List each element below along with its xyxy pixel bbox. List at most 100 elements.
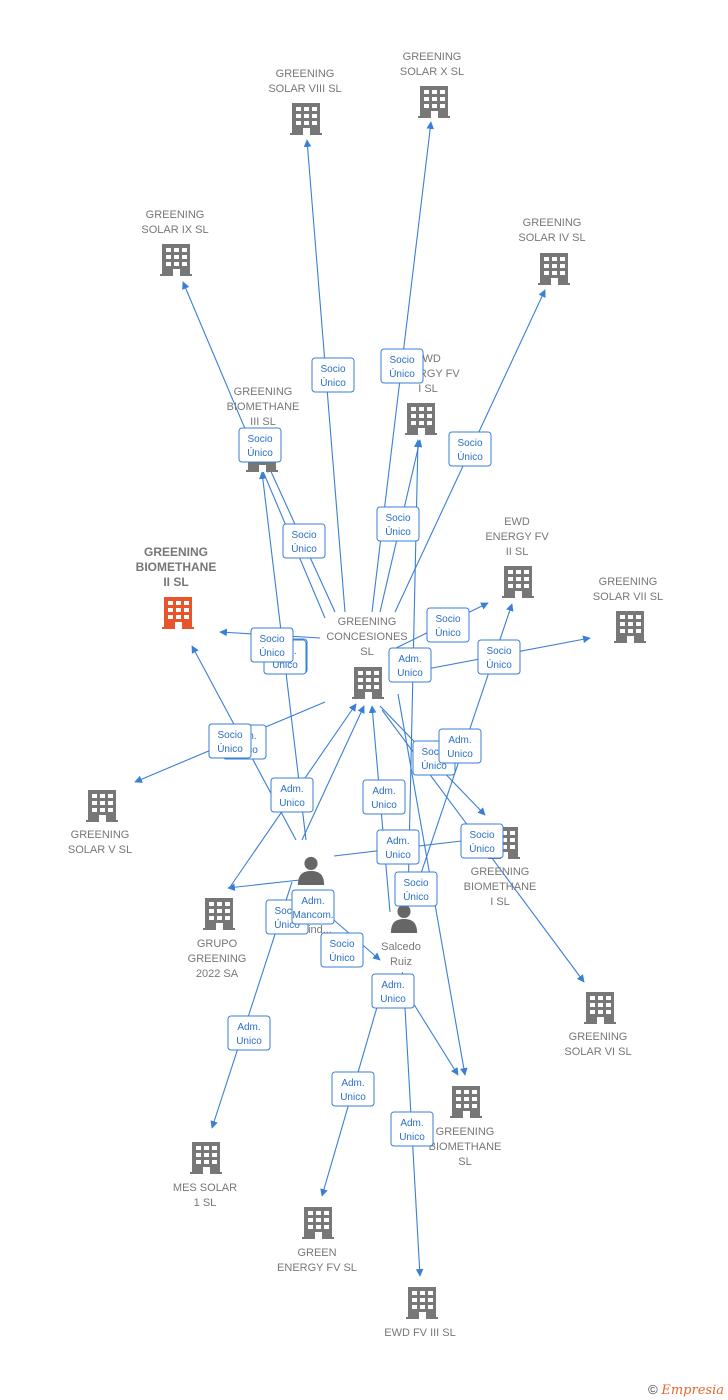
edge-label-text: Adm. <box>237 1022 260 1033</box>
edge-label-text: Unico <box>340 1092 366 1103</box>
node-label: GREENING <box>338 616 397 628</box>
node-label: GREENING <box>471 866 530 878</box>
node-label: BIOMETHANE <box>227 401 300 413</box>
edge-label-text: Socio <box>274 906 299 917</box>
edge-label-person2-green_energy: Adm. Unico <box>331 1071 375 1107</box>
building-icon <box>352 667 384 699</box>
node-label: SOLAR X SL <box>400 66 464 78</box>
node-label: GREENING <box>276 68 335 80</box>
edge-label-person1-person2: Adm.Mancom. <box>291 889 335 925</box>
edge-label-person2-bio: Adm.Unico <box>371 973 415 1009</box>
edge-label-text: Unico <box>272 660 298 671</box>
node-label: III SL <box>250 416 276 428</box>
node-label: BIOMETHANE <box>136 560 217 574</box>
building-icon <box>502 566 534 598</box>
edge-label-text: Unico <box>371 800 397 811</box>
node-label: MES SOLAR <box>173 1182 237 1194</box>
node-solar_vii[interactable]: GREENING SOLAR VII SL <box>593 576 663 643</box>
node-label: ENERGY FV <box>485 531 549 543</box>
node-label: Salcedo <box>381 941 421 953</box>
node-ewd_iii[interactable]: EWD FV III SL <box>384 1287 456 1339</box>
edge-label-person2-ewd_iii: Adm. Unico <box>390 1111 434 1147</box>
building-icon <box>584 992 616 1024</box>
edge-label-text: Adm. <box>398 654 421 665</box>
edge-label-text: Socio <box>320 364 345 375</box>
person-icon <box>390 904 418 933</box>
edge-label-person2-concesiones: Adm. Unico <box>362 779 406 815</box>
edge-label-text: Unico <box>447 749 473 760</box>
node-label: GREENING <box>569 1031 628 1043</box>
edge-label-text: Socio <box>421 747 446 758</box>
edge-label-text: Unico <box>399 1132 425 1143</box>
building-icon <box>538 253 570 285</box>
edge-label-text: Único <box>259 646 285 659</box>
edge-label-text: Socio <box>247 434 272 445</box>
edge-label-text: Socio <box>457 438 482 449</box>
node-label: GREENING <box>188 953 247 965</box>
edge-label-text: Adm. <box>381 980 404 991</box>
edge-label-text: Socio <box>486 646 511 657</box>
edge-label-person1-bio_i: Adm.Unico <box>376 829 420 865</box>
node-label: SL <box>458 1156 471 1168</box>
node-label: GREENING <box>436 1126 495 1138</box>
edge-label-person1-concesiones: Adm.Unico <box>270 777 314 813</box>
edge-label-text: Único <box>435 626 461 639</box>
node-label: EWD <box>504 516 530 528</box>
edge-label-text: Único <box>403 890 429 903</box>
building-icon <box>203 898 235 930</box>
edge-label-text: Socio <box>403 878 428 889</box>
building-icon <box>614 611 646 643</box>
edge-label-text: Socio <box>217 730 242 741</box>
node-label: GREENING <box>403 51 462 63</box>
edge-label-text: Adm. <box>400 1118 423 1129</box>
building-icon <box>418 86 450 118</box>
node-label: II SL <box>163 575 188 589</box>
building-icon <box>405 403 437 435</box>
edge-label-text: Adm. <box>301 896 324 907</box>
node-ewd_ii[interactable]: EWD ENERGY FV II SL <box>485 516 549 598</box>
node-label: II SL <box>506 546 529 558</box>
node-solar_vi[interactable]: GREENING SOLAR VI SL <box>564 992 632 1058</box>
edge-label-person2-ewd_ii: Adm.Unico <box>438 728 482 764</box>
node-label: SOLAR VI SL <box>564 1046 631 1058</box>
edge-label-text: Único <box>389 367 415 380</box>
node-label: I SL <box>418 383 438 395</box>
edge-label-text: Adm. <box>341 1078 364 1089</box>
node-label: CONCESIONES <box>326 631 407 643</box>
node-label: GREENING <box>234 386 293 398</box>
brand-logo: Empresia <box>661 1383 724 1398</box>
edge-label-text: Socio <box>291 530 316 541</box>
node-bio_iii[interactable]: GREENING BIOMETHANE III SL <box>227 386 300 472</box>
node-label: GREENING <box>599 576 658 588</box>
edge-label-text: Adm. <box>372 786 395 797</box>
edge-label-text: Unico <box>397 668 423 679</box>
footer-brand[interactable]: © Empresia <box>648 1382 724 1398</box>
edge-label-text: Socio <box>259 634 284 645</box>
node-label: GREENING <box>144 545 208 559</box>
copyright-symbol: © <box>648 1382 658 1397</box>
node-label: GRUPO <box>197 938 238 950</box>
edge-label-text: Socio <box>389 355 414 366</box>
building-icon <box>450 1086 482 1118</box>
node-label: SOLAR VII SL <box>593 591 663 603</box>
edge-label-person1-mes: Adm.Unico <box>227 1015 271 1051</box>
node-solar_x[interactable]: GREENING SOLAR X SL <box>400 51 464 118</box>
